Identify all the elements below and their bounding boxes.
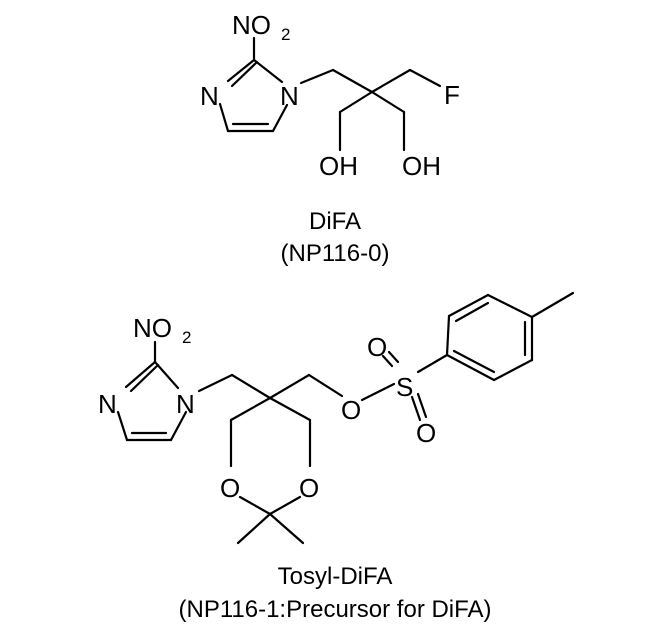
atom-label-dioxane-o-right: O — [299, 473, 319, 503]
atom-label-hydroxyl-left: OH — [319, 151, 358, 181]
bond — [169, 410, 188, 442]
bond — [197, 373, 234, 393]
atom-label-nitro: NO — [133, 313, 172, 343]
atom-subscript-nitro: 2 — [281, 25, 290, 44]
bond — [445, 353, 496, 382]
bond — [381, 354, 394, 368]
bond — [129, 363, 160, 393]
bond — [271, 103, 289, 133]
bond — [454, 301, 490, 323]
bond — [492, 358, 534, 382]
bond — [370, 90, 406, 114]
bond — [230, 373, 272, 400]
bond — [447, 293, 490, 318]
atom-label-ring-n: N — [98, 389, 117, 419]
atom-label-nitro: NO — [232, 10, 271, 40]
atom-label-hydroxyl-right: OH — [402, 151, 441, 181]
bond — [229, 396, 272, 422]
bond — [230, 60, 259, 88]
bond — [124, 360, 157, 389]
atom-label-ring-n: N — [200, 81, 219, 111]
bond — [116, 410, 129, 442]
difa-caption-name: DiFA — [309, 208, 361, 235]
atom-label-sulfonyl-o-bottom: O — [416, 418, 436, 448]
bond — [299, 68, 335, 85]
bond — [268, 495, 302, 516]
bond — [268, 373, 311, 400]
atom-subscript-nitro: 2 — [182, 328, 191, 347]
atom-label-ester-o: O — [341, 395, 361, 425]
bond — [416, 392, 428, 419]
bond — [236, 512, 272, 545]
difa-structure: NO 2 N N F OH OH — [200, 10, 460, 181]
bond — [226, 58, 256, 83]
bond — [445, 314, 451, 357]
bond — [416, 353, 449, 374]
atom-label-dioxane-o-left: O — [220, 473, 240, 503]
bond — [252, 58, 284, 84]
bond — [331, 68, 374, 94]
bond — [307, 373, 344, 398]
tosyl-difa-caption-description: (NP116-1:Precursor for DiFA) — [179, 596, 492, 623]
bond — [338, 90, 374, 114]
atom-label-sulfur: S — [396, 372, 413, 402]
bond — [268, 396, 312, 422]
bond — [238, 495, 272, 516]
bond — [530, 291, 575, 319]
atom-label-sulfonyl-o-top: O — [367, 332, 387, 362]
bond — [360, 382, 396, 402]
tosyl-difa-structure: NO 2 N N O S O O O O — [98, 291, 575, 545]
bond — [153, 360, 180, 390]
difa-caption-code: (NP116-0) — [281, 240, 390, 267]
tosyl-difa-caption-name: Tosyl-DiFA — [278, 563, 393, 590]
bond — [387, 350, 400, 364]
bond — [268, 512, 305, 545]
bond — [452, 349, 496, 374]
bond — [486, 293, 534, 319]
atom-label-ring-n1: N — [176, 389, 195, 419]
atom-label-fluorine: F — [444, 80, 460, 110]
bond — [370, 68, 412, 94]
bond — [408, 68, 442, 88]
bond — [410, 395, 422, 422]
bond — [218, 102, 230, 133]
atom-label-ring-n1: N — [280, 81, 299, 111]
